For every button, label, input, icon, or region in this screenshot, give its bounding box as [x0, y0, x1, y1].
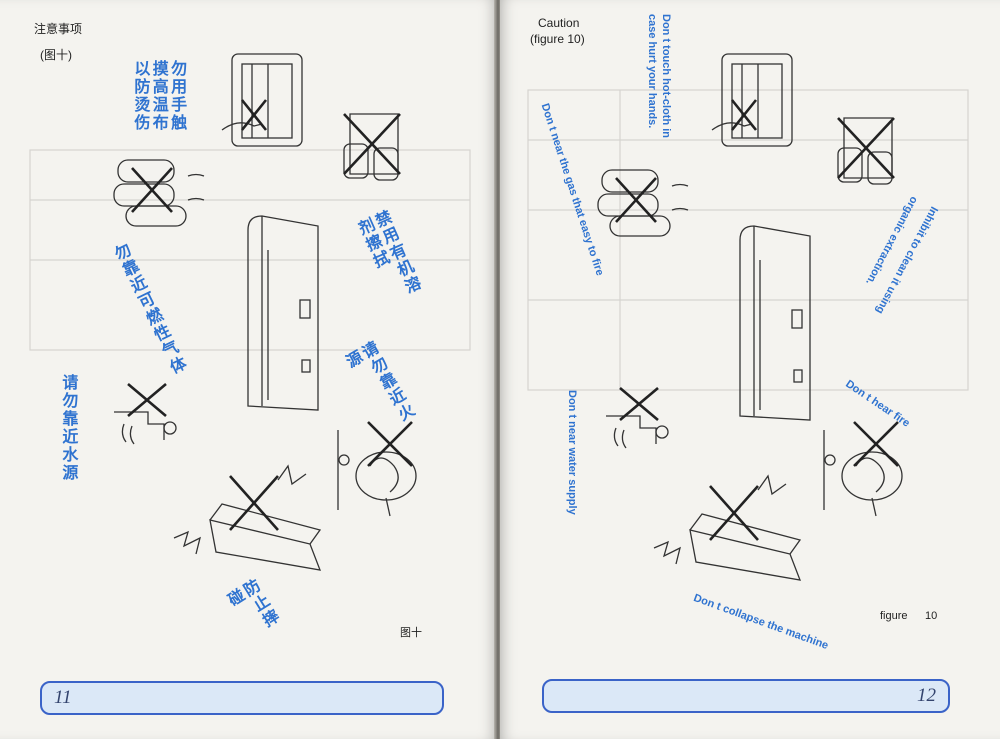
no-fire-icon: [823, 421, 903, 517]
warning-hot-cloth-line2: case hurt your hands.: [646, 14, 658, 129]
figure-reference: (图十): [40, 48, 72, 62]
figure-reference: (figure 10): [530, 32, 585, 46]
no-drop-icon: [173, 464, 322, 571]
page-footer: 12: [542, 679, 950, 713]
left-page: 注意事项 (图十): [0, 0, 496, 739]
no-water-icon: [114, 383, 177, 445]
figure-caption-number: 10: [925, 610, 938, 622]
book-spine: [494, 0, 502, 739]
air-conditioner-illustration: [739, 225, 811, 421]
no-flammable-gas-icon: [113, 159, 205, 227]
no-water-icon: [606, 387, 669, 449]
page-footer: 11: [40, 681, 444, 715]
no-drop-icon: [653, 474, 802, 581]
background-bleed-lines: [527, 89, 969, 391]
figure-caption-word: figure: [880, 610, 908, 622]
right-page: Caution (figure 10): [500, 0, 1000, 739]
no-flammable-gas-icon: [597, 169, 689, 237]
page-heading: Caution: [538, 16, 580, 30]
no-hand-touch-icon: [221, 53, 303, 147]
page-heading: 注意事项: [34, 22, 83, 36]
no-organic-solvent-icon: [837, 117, 895, 185]
warning-hot-cloth: 勿用手触摸高温布以防烫伤: [131, 60, 186, 132]
no-fire-icon: [337, 421, 417, 517]
warning-water: 请勿靠近水源: [59, 374, 77, 482]
no-organic-solvent-icon: [343, 113, 401, 181]
figure-caption: 图十: [400, 627, 422, 639]
background-bleed-lines: [29, 149, 471, 351]
page-number: 11: [54, 687, 72, 708]
air-conditioner-illustration: [247, 215, 319, 411]
warning-water: Don t near water supply: [566, 390, 578, 515]
warning-hot-cloth-line1: Don t touch hot-cloth in: [660, 14, 672, 139]
page-number: 12: [917, 685, 936, 706]
no-hand-touch-icon: [711, 53, 793, 147]
